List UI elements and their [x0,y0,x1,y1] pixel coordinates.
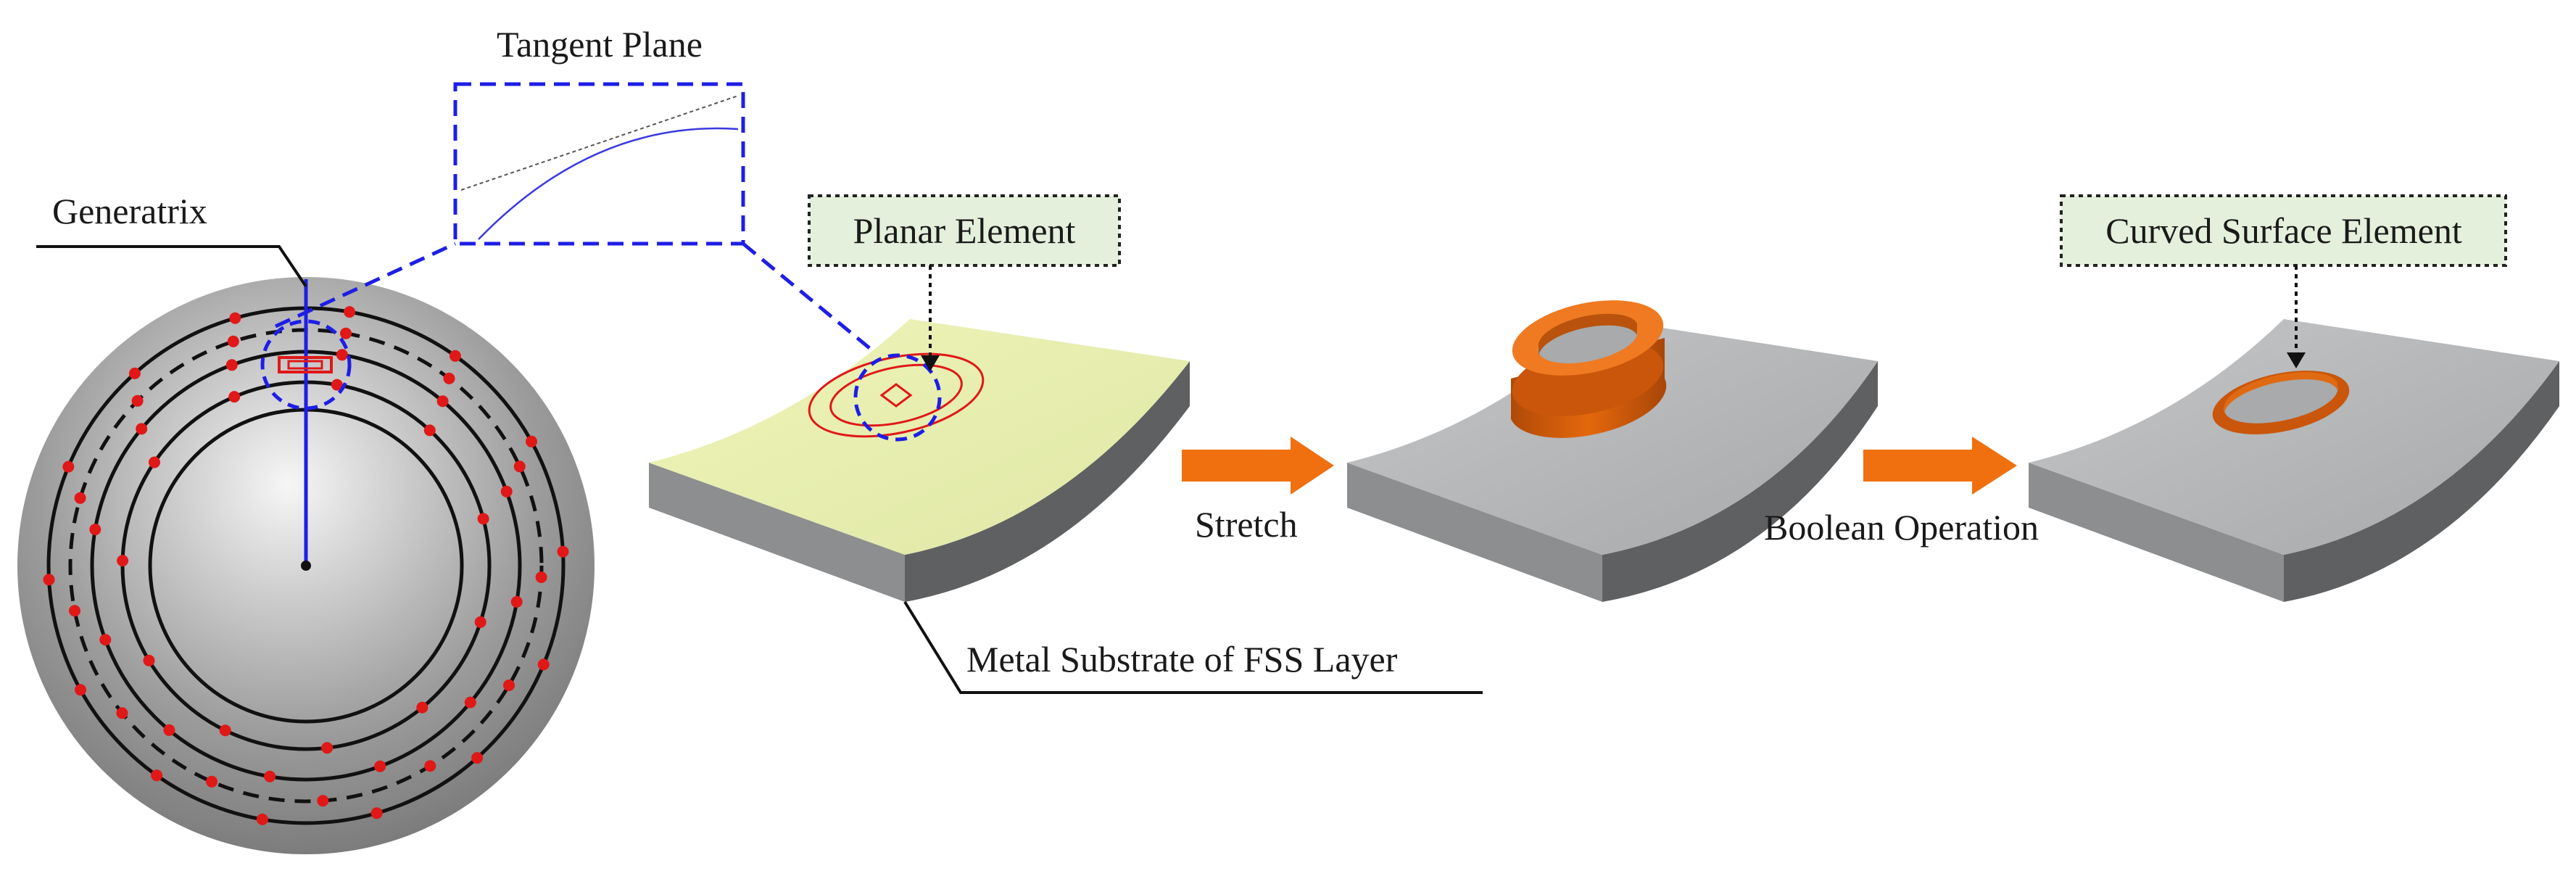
substrate-top-yellow [649,319,1190,555]
sample-point [436,395,449,408]
sample-point [537,658,550,671]
substrate-curved [2029,319,2559,602]
sample-point [464,696,476,709]
tangent-line [460,95,739,191]
sample-point [503,679,515,691]
sample-point [131,395,144,407]
zoom-connector-left [274,241,457,329]
sample-point [424,760,436,772]
sample-point [143,654,155,666]
curved-surface-ring [2212,371,2350,434]
sample-point [117,555,129,567]
stretch-arrow [1182,437,1334,495]
sample-point [149,456,160,468]
sample-point [89,524,102,536]
sample-point [340,327,352,339]
boolean-operation-label: Boolean Operation [1764,507,2039,548]
sample-point [228,391,241,403]
sample-point [443,372,455,384]
sample-point [69,605,80,617]
sample-point [344,306,356,318]
sample-point [500,485,513,497]
sample-point [219,724,231,737]
sample-point [474,616,486,628]
sample-point [136,423,148,435]
sample-point [535,571,547,583]
sample-point [75,684,86,696]
substrate-planar [649,319,1190,602]
sample-point [264,770,276,782]
stretched-ring-3d [1511,300,1667,438]
sample-point [370,807,383,819]
generatrix-label: Generatrix [52,191,207,231]
tangent-plane-inset [453,82,745,246]
sample-point [477,513,489,525]
sample-point [331,379,343,391]
sample-point [510,595,523,608]
generatrix-leader [36,245,307,288]
stretch-label: Stretch [1195,504,1298,545]
sample-point [256,813,268,825]
sample-point [526,435,537,447]
metal-substrate-label: Metal Substrate of FSS Layer [966,639,1398,679]
sample-point [225,359,238,371]
substrate-leader [903,600,1483,694]
zoom-connector-right [742,242,899,373]
sample-point [43,574,55,586]
boolean-arrow [1863,437,2017,495]
sample-point [513,460,526,473]
planar-element-label: Planar Element [853,210,1076,251]
planar-element-box [808,194,1121,267]
sample-point [227,335,239,347]
curved-surface-element-box [2060,194,2507,267]
planar-element-marker [278,356,333,373]
sample-point [321,742,334,754]
curved-surface-element-label: Curved Surface Element [2105,210,2462,251]
sample-point [151,769,163,782]
zoom-circle-slab [853,353,942,442]
surface-curve [478,127,739,240]
sample-point [416,701,428,714]
zoom-circle-disk [260,319,352,410]
disk-center-dot [301,561,311,571]
sample-point [336,349,348,361]
sample-point [74,492,86,504]
substrate-stretched [1347,300,1878,602]
sample-point [423,424,436,437]
sample-point [163,724,175,736]
sample-point [206,775,218,788]
surface-disk [17,277,595,854]
sample-points [43,306,569,825]
sample-point [116,707,128,719]
sample-point [317,795,329,807]
sample-point [449,350,461,362]
sample-point [62,460,75,473]
sample-point [229,312,241,324]
tangent-plane-label: Tangent Plane [497,24,703,65]
sample-point [99,634,112,646]
sample-point [557,545,569,558]
sample-point [374,760,386,772]
sample-point [128,367,141,379]
sample-point [471,752,484,764]
